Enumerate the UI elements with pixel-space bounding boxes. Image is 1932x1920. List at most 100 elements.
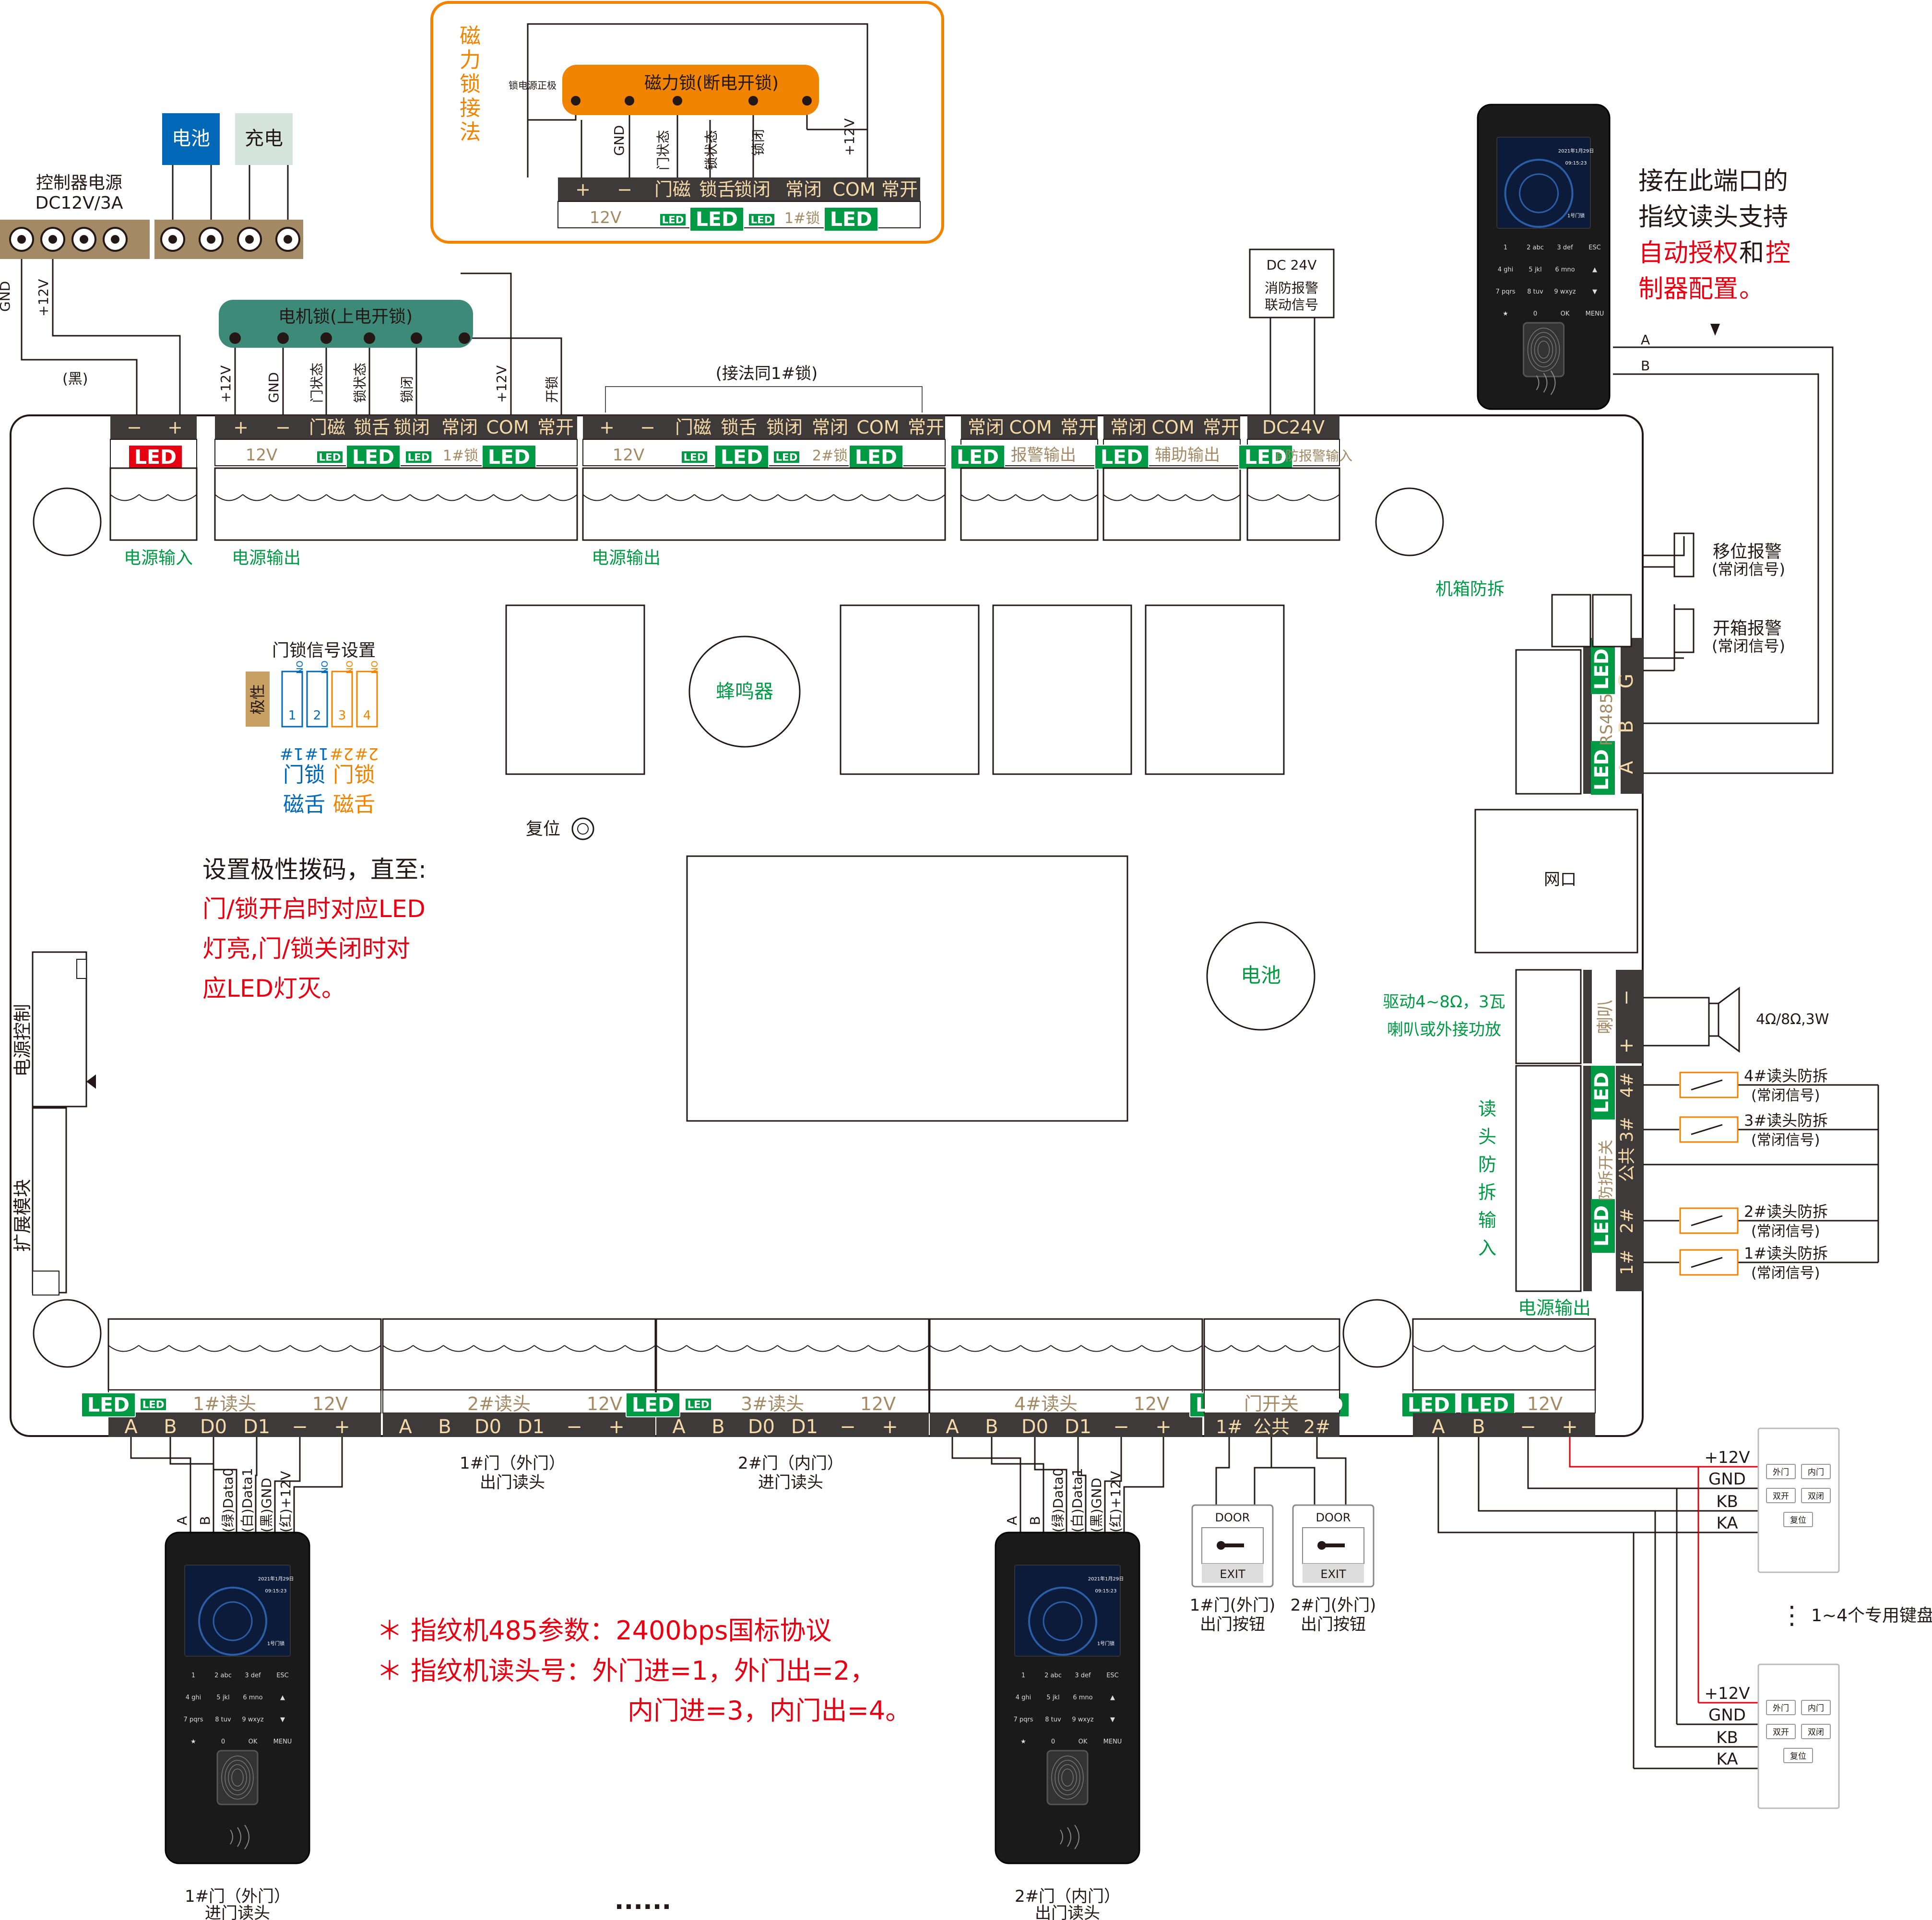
- terminal-label: 常开: [1203, 417, 1239, 438]
- network-port: [1474, 809, 1638, 954]
- terminal-label: 常闭: [812, 417, 848, 438]
- connector-teeth: [108, 1345, 381, 1352]
- wire: [274, 1437, 301, 1532]
- fingerprint-ridge: [1051, 1755, 1084, 1800]
- ellipsis: ......: [615, 1886, 672, 1915]
- terminal-bar: [930, 1413, 1202, 1437]
- terminal-label: D1: [518, 1416, 545, 1438]
- keypad-wire-label: KB: [1716, 1492, 1738, 1511]
- connector-block: [655, 1318, 930, 1391]
- dip-caption: 1#: [280, 744, 304, 763]
- wire: [1643, 1036, 1710, 1047]
- reader-key: 4 ghi: [1498, 266, 1514, 273]
- terminal-label: 锁闭: [766, 417, 803, 438]
- screen-date: 2021年1月29日: [1558, 148, 1594, 154]
- net-port-label: 网口: [1544, 870, 1576, 889]
- fingerprint-ridge: [221, 1755, 254, 1800]
- terminal-label: 2#: [1304, 1416, 1330, 1437]
- keypad-button-label: 双开: [1773, 1728, 1789, 1737]
- relay: [840, 604, 980, 775]
- exit-caption: 1#门(外门): [1190, 1596, 1276, 1615]
- battery-label: 电池: [172, 128, 210, 150]
- fingerprint-ridge: [1061, 1768, 1074, 1787]
- exit-caption: 出门按钮: [1200, 1615, 1265, 1634]
- switch-lever: [1691, 1215, 1723, 1226]
- led-indicator: [1591, 1199, 1615, 1253]
- terminal-bar: [1204, 1413, 1339, 1437]
- wire-label: +12V: [842, 118, 857, 156]
- keypad-button: [1801, 1700, 1831, 1715]
- wire-dot: [748, 96, 758, 106]
- fingerprint-ridge: [1534, 336, 1553, 363]
- switch-lever: [1691, 1079, 1723, 1091]
- fingerprint-ridge: [231, 1768, 244, 1787]
- dip-polarity: [246, 671, 270, 727]
- reader-sub-label: 2#读头: [467, 1393, 531, 1414]
- reader-key: ▲: [1592, 266, 1597, 273]
- reader-key: 1: [1021, 1672, 1025, 1679]
- connector-block: [1412, 1318, 1596, 1391]
- led-text: LED: [408, 451, 430, 463]
- charge-label: 充电: [245, 128, 283, 150]
- wire: [605, 386, 923, 412]
- nfc-icon: [1060, 1825, 1079, 1849]
- wire-color-label: B: [1027, 1516, 1043, 1525]
- door-switch-label: 门开关: [1244, 1393, 1299, 1414]
- dip-switch: [281, 671, 303, 728]
- reader-key: 8 tuv: [1045, 1716, 1061, 1723]
- screen-date: 2021年1月29日: [258, 1576, 294, 1582]
- caption-power-in: 电源输入: [124, 548, 193, 568]
- terminal-bar: [558, 177, 920, 201]
- reader-key: ESC: [1106, 1672, 1119, 1679]
- reader-key: 2 abc: [1527, 244, 1544, 251]
- terminal-label: DC24V: [1262, 417, 1325, 438]
- screen-door: 1号门锁: [267, 1640, 284, 1647]
- wire-color-label: (红)+12V: [278, 1471, 294, 1532]
- dip-caption: 门锁: [283, 763, 325, 787]
- reader-key: 2 abc: [214, 1672, 232, 1679]
- wire: [1643, 997, 1710, 1003]
- keypad-button: [1766, 1724, 1796, 1739]
- terminal-label: A: [124, 1416, 138, 1438]
- wire: [21, 249, 138, 422]
- dip-caption: 磁舌: [283, 792, 325, 817]
- fingerprint-sensor: [1523, 322, 1565, 377]
- led-text: LED: [776, 451, 798, 463]
- reader-key: OK: [1561, 310, 1570, 318]
- magnetic-lock-title-char: 力: [460, 48, 481, 72]
- wire-color-label: B: [197, 1516, 213, 1525]
- connector-block: [109, 467, 198, 541]
- screw-center: [207, 235, 215, 244]
- tamper-item-label: (常闭信号): [1751, 1132, 1820, 1149]
- led-text: LED: [488, 446, 530, 469]
- led-text: LED: [1591, 1072, 1613, 1113]
- reader-key: 7 pqrs: [1013, 1716, 1033, 1723]
- screw-center: [17, 235, 26, 244]
- wire: [213, 1437, 237, 1532]
- dip-caption: 1#: [305, 744, 329, 763]
- led-text: LED: [662, 214, 684, 226]
- wire-dot: [802, 96, 812, 106]
- connector-block: [960, 467, 1099, 541]
- led-indicator: [81, 1392, 136, 1417]
- exit-label: EXIT: [1320, 1567, 1346, 1581]
- terminal-sub-label: 12V: [246, 446, 278, 465]
- reader-caption: 进门读头: [758, 1473, 823, 1492]
- terminal-label: 1#: [1216, 1416, 1243, 1437]
- dip-switch: [306, 671, 328, 728]
- wire: [1034, 1437, 1067, 1532]
- reader-key: ESC: [276, 1672, 289, 1679]
- connector-block: [1246, 467, 1340, 541]
- terminal-label: COM: [1009, 417, 1052, 438]
- note-red: 灯亮,门/锁关闭时对: [202, 935, 410, 963]
- dip-polarity-label: 极性: [249, 684, 267, 715]
- reader-key: 8 tuv: [1527, 288, 1543, 295]
- reader-key: 8 tuv: [215, 1716, 231, 1723]
- reader-key: ▲: [280, 1694, 285, 1701]
- speaker-icon: [1708, 1002, 1719, 1037]
- wire-dot: [411, 332, 422, 344]
- battery-tag: [162, 113, 220, 165]
- tamper-switch: [1551, 594, 1591, 648]
- terminal-label: −: [640, 417, 655, 438]
